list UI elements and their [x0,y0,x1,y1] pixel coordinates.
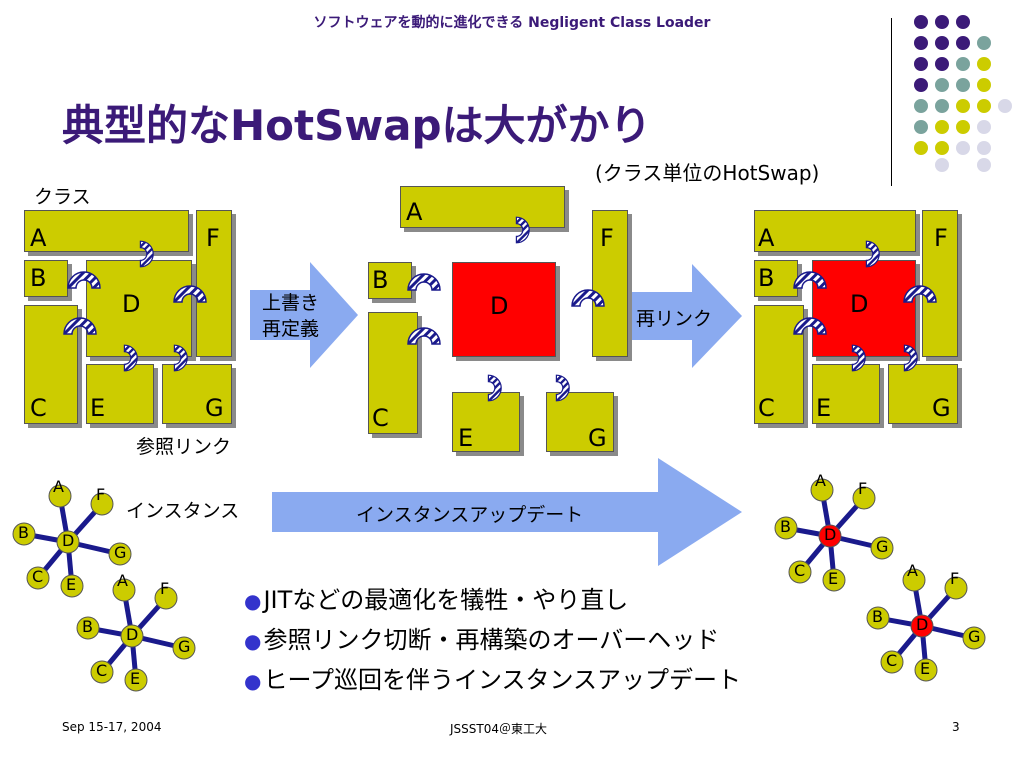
overwrite-redefine-label: 上書き 再定義 [262,290,319,342]
node-letter-d: D [62,531,74,550]
node-letter-a: A [907,561,918,580]
node-letter-g: G [178,637,190,656]
link-hook-icon [404,312,444,352]
node-letter-c: C [886,651,897,670]
bullet-dot-icon: ● [244,669,261,693]
slide-title: 典型的なHotSwapは大がかり [62,92,652,153]
link-hook-icon [482,366,514,410]
decorative-dot-grid [900,10,1020,170]
link-hook-icon [134,232,166,276]
block-letter-c: C [30,394,47,422]
node-letter-f: F [160,579,169,598]
node-letter-e: E [920,659,930,678]
node-letter-c: C [32,567,43,586]
link-hook-icon [790,302,830,342]
node-letter-b: B [82,617,93,636]
node-letter-d: D [126,625,138,644]
block-letter-d: D [490,292,508,320]
link-hook-icon [790,256,830,296]
node-letter-f: F [96,485,105,504]
title-divider [891,18,892,186]
node-letter-d: D [916,615,928,634]
link-hook-icon [860,232,892,276]
node-letter-e: E [66,575,76,594]
node-letter-a: A [53,477,64,496]
bullet-item: ●ヒープ巡回を伴うインスタンスアップデート [244,660,741,695]
bullet-text: JITなどの最適化を犠牲・やり直し [263,586,628,614]
node-letter-d: D [824,525,836,544]
link-hook-icon [900,270,940,310]
block-letter-g: G [588,424,607,452]
node-letter-f: F [858,479,867,498]
block-letter-d: D [850,290,868,318]
class-label: クラス [34,182,91,209]
block-letter-f: F [934,224,948,252]
block-letter-a: A [758,224,774,252]
node-letter-a: A [815,471,826,490]
bullet-item: ●参照リンク切断・再構築のオーバーヘッド [244,620,719,655]
node-letter-g: G [968,627,980,646]
slide-header: ソフトウェアを動的に進化できる Negligent Class Loader [0,12,1024,32]
node-letter-e: E [130,669,140,688]
node-letter-b: B [872,607,883,626]
bullet-item: ●JITなどの最適化を犠牲・やり直し [244,580,628,615]
block-letter-g: G [932,394,951,422]
link-hook-icon [64,256,104,296]
footer-page-number: 3 [952,720,960,734]
block-letter-b: B [758,264,774,292]
node-letter-a: A [117,571,128,590]
bullet-text: ヒープ巡回を伴うインスタンスアップデート [263,666,741,694]
link-hook-icon [60,302,100,342]
link-hook-icon [898,336,930,380]
redefine-label: 再定義 [262,316,319,342]
link-hook-icon [118,336,150,380]
relink-label: 再リンク [636,304,712,331]
link-hook-icon [568,274,608,314]
bullet-text: 参照リンク切断・再構築のオーバーヘッド [263,626,719,654]
block-letter-e: E [816,394,831,422]
node-letter-b: B [780,517,791,536]
link-hook-icon [550,366,582,410]
node-letter-f: F [950,569,959,588]
node-letter-e: E [828,569,838,588]
node-letter-c: C [96,661,107,680]
block-letter-a: A [406,198,422,226]
footer-center: JSSST04＠東工大 [450,720,547,737]
block-letter-e: E [90,394,105,422]
node-letter-c: C [794,561,805,580]
reference-link-label: 参照リンク [136,432,231,459]
block-letter-f: F [600,224,614,252]
block-letter-b: B [30,264,46,292]
link-hook-icon [404,258,444,298]
block-letter-c: C [758,394,775,422]
block-letter-g: G [205,394,224,422]
block-letter-b: B [372,266,388,294]
slide-subtitle: (クラス単位のHotSwap) [595,157,819,186]
overwrite-label: 上書き [262,290,319,316]
node-letter-g: G [876,537,888,556]
node-letter-g: G [114,543,126,562]
bullet-dot-icon: ● [244,629,261,653]
link-hook-icon [168,336,200,380]
block-letter-a: A [30,224,46,252]
bullet-dot-icon: ● [244,589,261,613]
link-hook-icon [846,336,878,380]
link-hook-icon [510,208,542,252]
block-letter-c: C [372,404,389,432]
footer-date: Sep 15-17, 2004 [62,720,161,734]
node-letter-b: B [18,523,29,542]
link-hook-icon [170,270,210,310]
block-letter-e: E [458,424,473,452]
block-letter-f: F [206,224,220,252]
block-letter-d: D [122,290,140,318]
